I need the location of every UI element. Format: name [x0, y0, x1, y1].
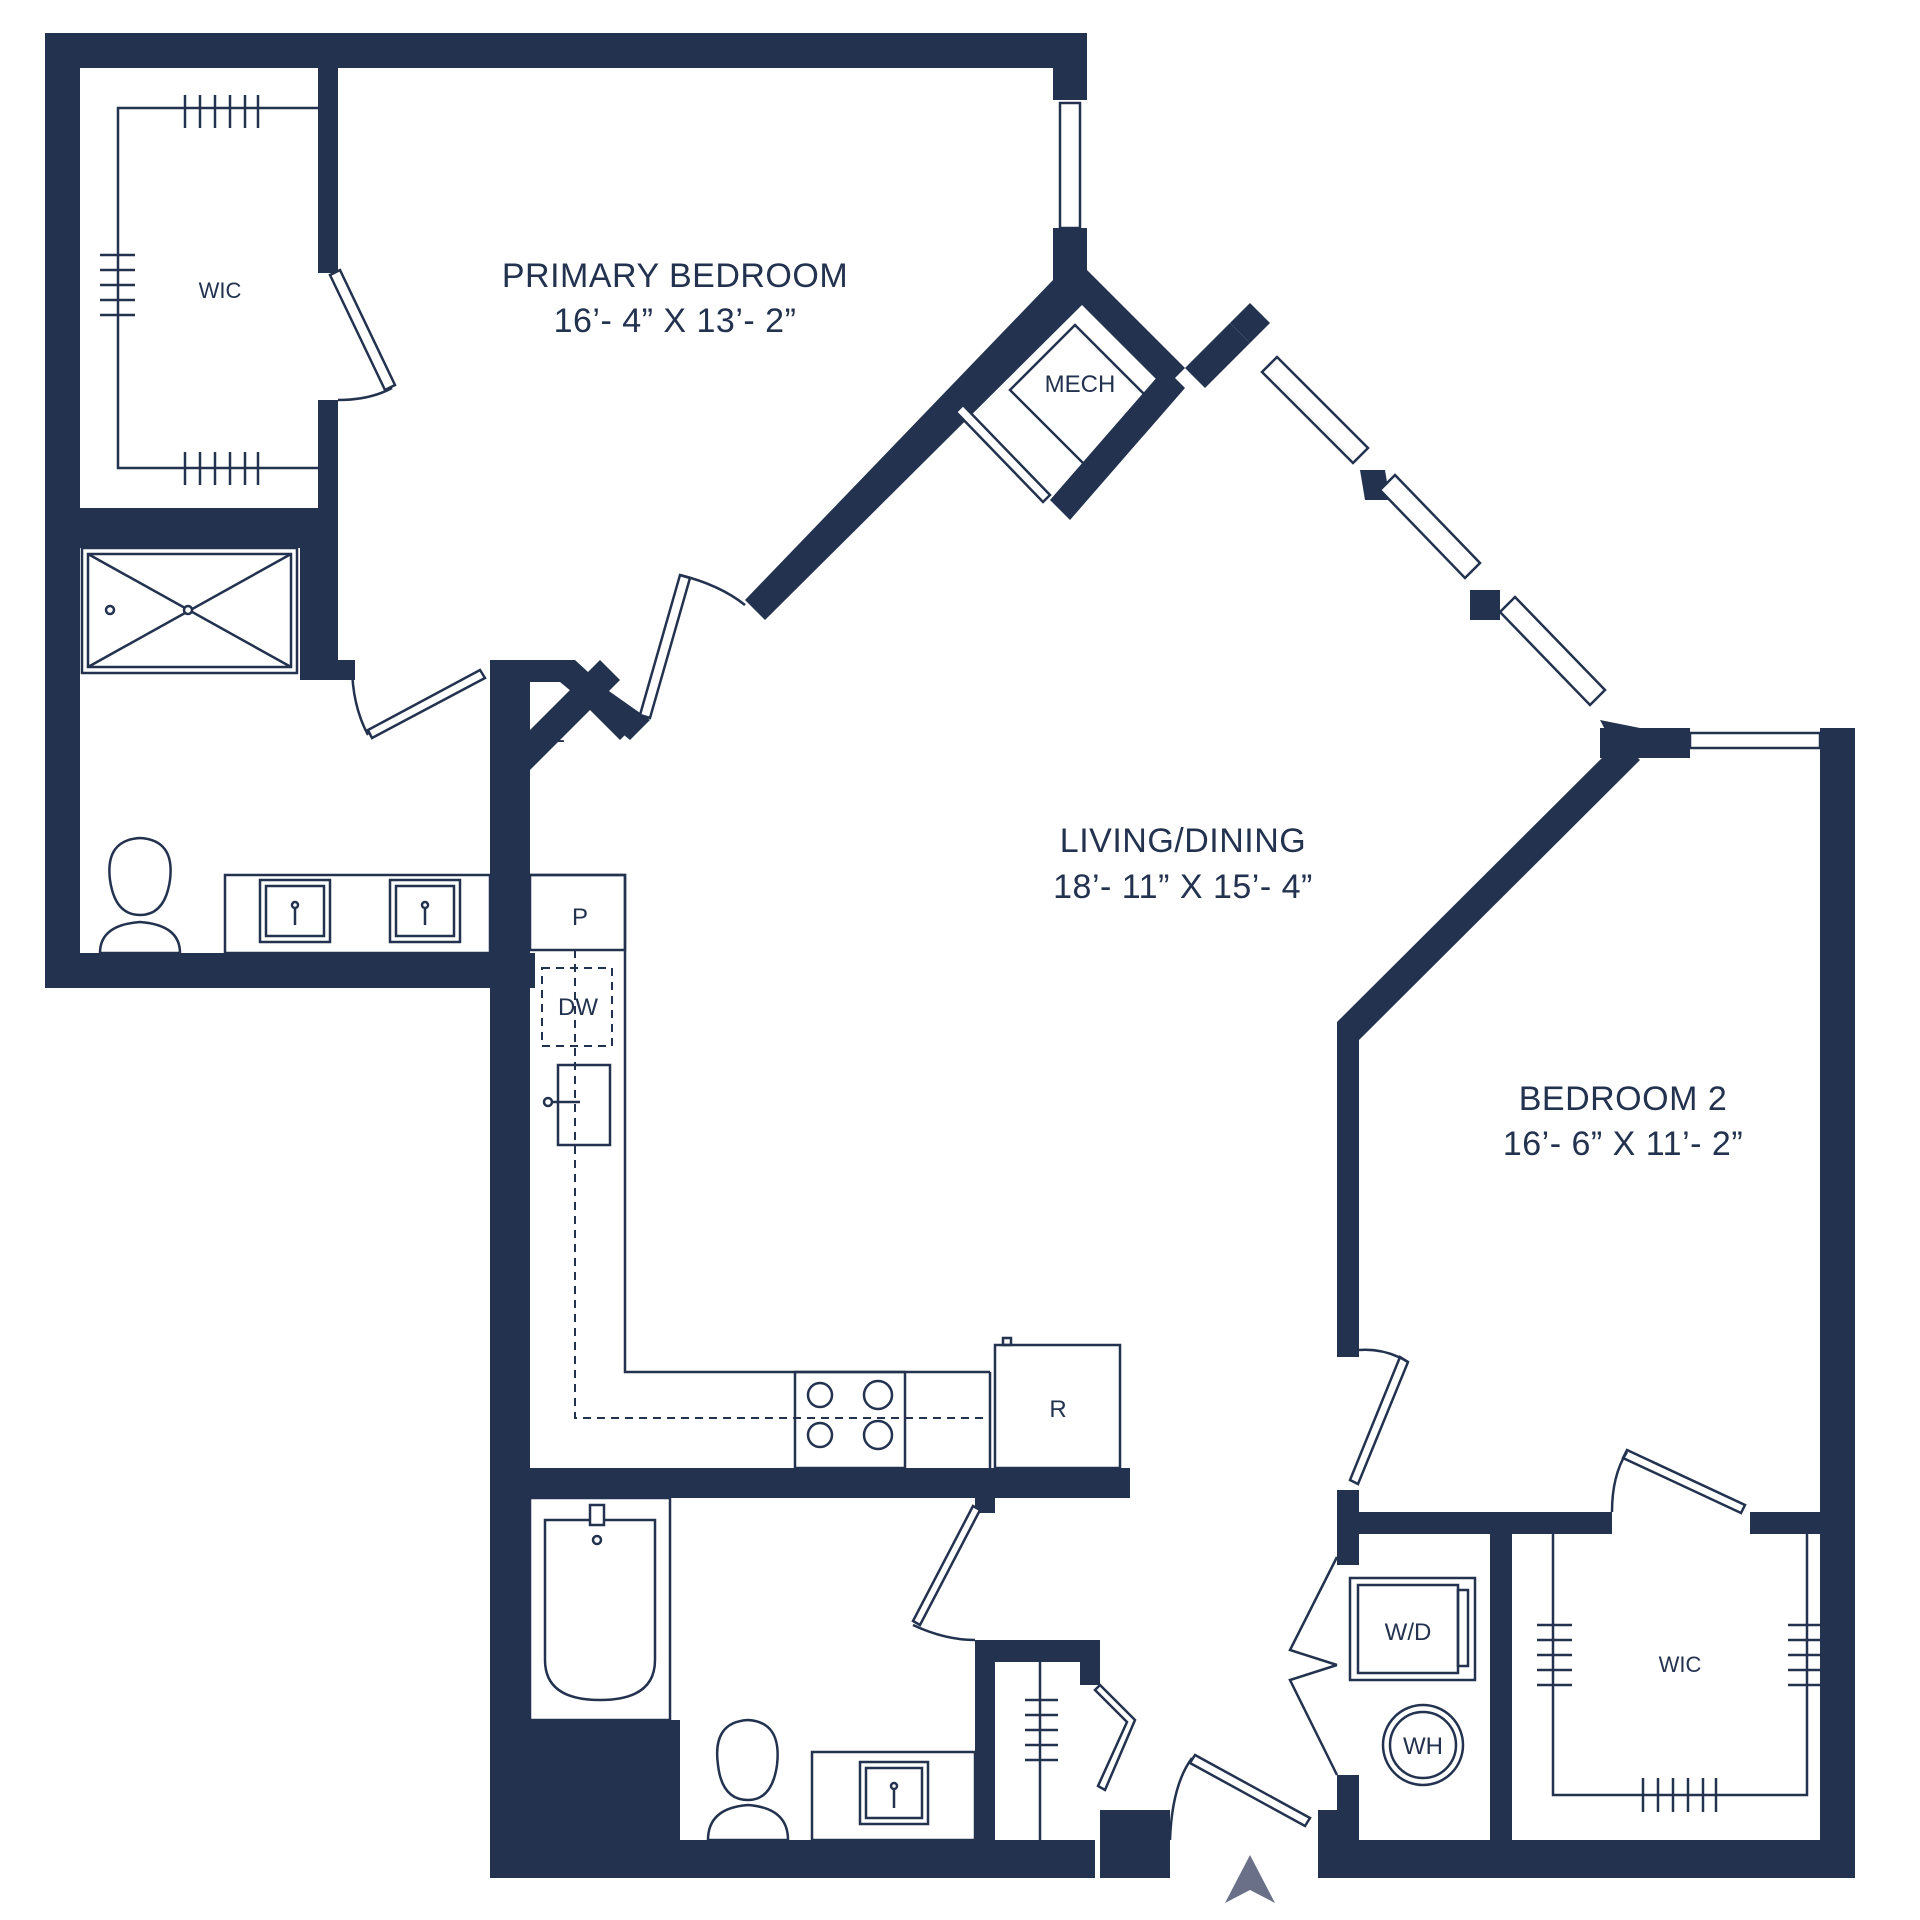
door-laundry-lower: [1288, 1663, 1339, 1776]
door-closet: [1093, 1683, 1137, 1792]
refrigerator: [993, 1343, 1122, 1470]
vanity-primary: [223, 873, 492, 955]
coat-closet-hangers: [1025, 1662, 1058, 1840]
mech-equipment: [1008, 323, 1152, 467]
door-primary-bath: [366, 668, 487, 740]
north-arrow-icon: [1225, 1855, 1275, 1903]
door-primary-bedroom: [638, 573, 692, 720]
sink-primary-left: [258, 878, 332, 944]
dishwasher-label: DW: [558, 994, 598, 1021]
shower: [80, 546, 299, 675]
room-labels: PRIMARY BEDROOM 16’- 4” X 13’- 2” LIVING…: [199, 257, 1743, 1760]
pantry: [528, 873, 627, 952]
primary-bedroom-name: PRIMARY BEDROOM: [502, 257, 848, 295]
bedroom-2-dims: 16’- 6” X 11’- 2”: [1503, 1125, 1743, 1163]
hangers-bottom: [183, 452, 260, 485]
counter-overhang: [574, 950, 990, 1419]
door-bedroom-2: [1348, 1355, 1410, 1486]
door-wic-primary: [328, 268, 397, 392]
hangers-left: [100, 253, 135, 317]
toilet-hall: [706, 1718, 790, 1842]
window-living-2: [1378, 473, 1482, 580]
walls: [45, 33, 1855, 1878]
fixtures: [80, 95, 1823, 1842]
doors: [328, 268, 1747, 1841]
window-living-1: [1260, 355, 1370, 465]
hangers-wic2-right: [1788, 1623, 1823, 1687]
pantry-label: P: [572, 904, 588, 931]
water-heater-label: WH: [1403, 1733, 1443, 1760]
hangers-wic2-bottom: [1641, 1778, 1718, 1812]
vanity-hall: [810, 1750, 977, 1842]
windows: [1058, 101, 1822, 750]
window-living-3: [1498, 595, 1607, 707]
closet-rod-bedroom2: [1551, 1534, 1809, 1797]
door-entry: [1188, 1753, 1312, 1828]
sink-primary-right: [388, 878, 462, 944]
door-mech: [954, 403, 1052, 504]
sink-hall: [858, 1760, 930, 1826]
living-dining-dims: 18’- 11” X 15’- 4”: [1053, 868, 1313, 906]
range: [793, 1370, 907, 1470]
hangers-wic2-left: [1537, 1623, 1572, 1687]
door-laundry-upper: [1288, 1556, 1339, 1667]
linen-label: L: [551, 721, 564, 748]
bathtub: [528, 1496, 672, 1722]
bedroom-2-name: BEDROOM 2: [1519, 1080, 1728, 1118]
mech-label: MECH: [1045, 371, 1116, 398]
wic-bedroom2-label: WIC: [1659, 1652, 1702, 1677]
window-bedroom-2: [1688, 731, 1822, 750]
toilet-primary: [98, 836, 182, 955]
dishwasher: [541, 967, 613, 1047]
hangers-top: [183, 95, 260, 128]
door-wic-bedroom2: [1621, 1448, 1747, 1515]
kitchen-sink: [542, 1063, 612, 1147]
window-primary-bedroom: [1058, 101, 1082, 230]
closet-rod-primary: [116, 106, 318, 470]
primary-bedroom-dims: 16’- 4” X 13’- 2”: [554, 302, 797, 340]
refrigerator-label: R: [1049, 1396, 1066, 1423]
washer-dryer-label: W/D: [1385, 1619, 1432, 1646]
water-heater: [1381, 1703, 1465, 1787]
door-bath: [911, 1504, 982, 1627]
washer-dryer: [1348, 1576, 1477, 1682]
wic-primary-label: WIC: [199, 278, 242, 303]
living-dining-name: LIVING/DINING: [1060, 822, 1306, 860]
